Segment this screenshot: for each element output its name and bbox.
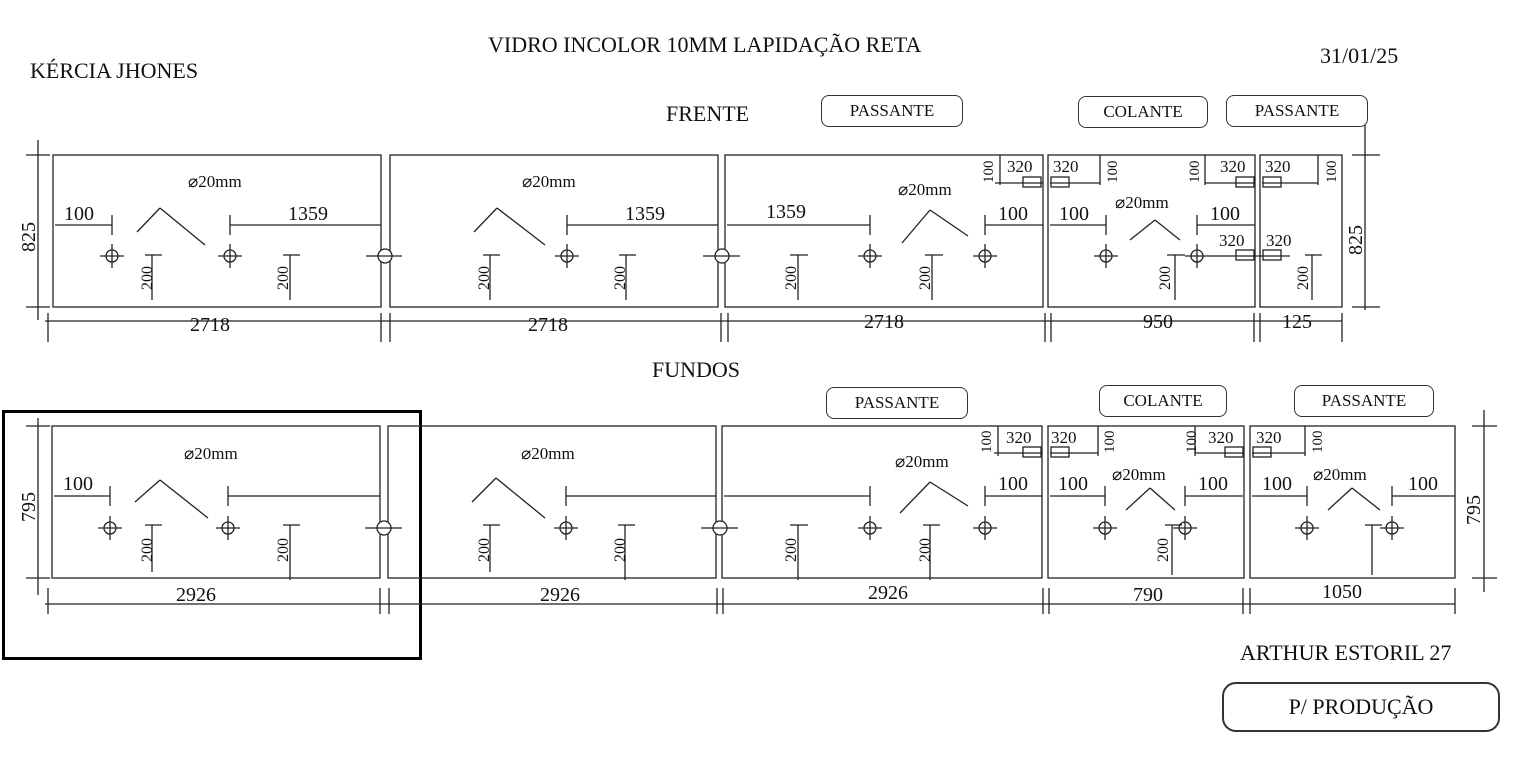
dimension-label: 320 — [1051, 428, 1077, 447]
dimension-label: 1359 — [625, 203, 665, 225]
dimension-label: 200 — [275, 266, 292, 290]
hole-diameter: ⌀20mm — [1115, 193, 1169, 212]
width-dim: 2926 — [868, 582, 908, 604]
tag-passante: PASSANTE — [826, 387, 968, 419]
width-dim: 1050 — [1322, 581, 1362, 603]
selection-highlight-box — [2, 410, 422, 660]
hole-diameter: ⌀20mm — [895, 452, 949, 471]
dimension-label: 100 — [1187, 161, 1203, 184]
width-dim: 2926 — [176, 584, 216, 606]
width-dim: 2926 — [540, 584, 580, 606]
hole-diameter: ⌀20mm — [1112, 465, 1166, 484]
dimension-label: 100 — [1102, 431, 1118, 454]
width-dim: 950 — [1143, 311, 1173, 333]
section-label-frente: FRENTE — [666, 101, 750, 126]
dimension-label: 200 — [275, 538, 292, 562]
dimension-label: 100 — [1198, 473, 1228, 495]
dimension-label: 320 — [1266, 231, 1292, 250]
dimension-label: 1359 — [288, 203, 328, 225]
dimension-label: 100 — [981, 161, 997, 184]
address-label: ARTHUR ESTORIL 27 — [1240, 640, 1452, 665]
dimension-label: 100 — [998, 203, 1028, 225]
dimension-label: 320 — [1006, 428, 1032, 447]
dimension-label: 200 — [1155, 538, 1172, 562]
dimension-label: 200 — [612, 266, 629, 290]
dimension-label: 100 — [1324, 161, 1340, 184]
width-dim: 790 — [1133, 584, 1163, 606]
dimension-label: 200 — [917, 538, 934, 562]
dimension-label: 100 — [1262, 473, 1292, 495]
width-dim: 125 — [1282, 311, 1312, 333]
tag-colante: COLANTE — [1078, 96, 1208, 128]
dimension-label: 200 — [139, 538, 156, 562]
drawing-date: 31/01/25 — [1320, 43, 1399, 68]
hole-diameter: ⌀20mm — [522, 172, 576, 191]
dimension-label: 100 — [1184, 431, 1200, 454]
dimension-label: 200 — [476, 266, 493, 290]
tag-passante: PASSANTE — [1294, 385, 1434, 417]
hole-diameter: ⌀20mm — [898, 180, 952, 199]
dimension-label: 100 — [1059, 203, 1089, 225]
dimension-label: 1359 — [766, 201, 806, 223]
dimension-label: 320 — [1220, 157, 1246, 176]
width-dim: 2718 — [190, 314, 230, 336]
hole-diameter: ⌀20mm — [1313, 465, 1367, 484]
dimension-label: 100 — [998, 473, 1028, 495]
dimension-label: 100 — [64, 203, 94, 225]
width-dim: 2718 — [528, 314, 568, 336]
width-dim: 2718 — [864, 311, 904, 333]
dimension-label: 200 — [139, 266, 156, 290]
dimension-label: 200 — [917, 266, 934, 290]
hole-diameter: ⌀20mm — [521, 444, 575, 463]
dimension-label: 200 — [612, 538, 629, 562]
tag-passante: PASSANTE — [821, 95, 963, 127]
hole-diameter: ⌀20mm — [188, 172, 242, 191]
dimension-label: 100 — [979, 431, 995, 454]
section-label-fundos: FUNDOS — [652, 357, 741, 382]
drawing-title: VIDRO INCOLOR 10MM LAPIDAÇÃO RETA — [488, 32, 922, 57]
height-dim: 795 — [18, 492, 40, 522]
dimension-label: 100 — [63, 473, 93, 495]
height-dim: 825 — [18, 222, 40, 252]
dimension-label: 200 — [476, 538, 493, 562]
dimension-label: 100 — [1408, 473, 1438, 495]
dimension-label: 320 — [1265, 157, 1291, 176]
tag-passante: PASSANTE — [1226, 95, 1368, 127]
client-name: KÉRCIA JHONES — [30, 58, 199, 83]
hole-diameter: ⌀20mm — [184, 444, 238, 463]
dimension-label: 100 — [1058, 473, 1088, 495]
dimension-label: 200 — [783, 538, 800, 562]
dimension-label: 200 — [1295, 266, 1312, 290]
dimension-label: 100 — [1310, 431, 1326, 454]
dimension-label: 320 — [1256, 428, 1282, 447]
dimension-label: 100 — [1105, 161, 1121, 184]
dimension-label: 100 — [1210, 203, 1240, 225]
tag-colante: COLANTE — [1099, 385, 1227, 417]
dimension-label: 320 — [1208, 428, 1234, 447]
height-dim: 825 — [1345, 225, 1367, 255]
dimension-label: 200 — [783, 266, 800, 290]
status-stamp: P/ PRODUÇÃO — [1222, 682, 1500, 732]
dimension-label: 320 — [1219, 231, 1245, 250]
height-dim: 795 — [1463, 495, 1485, 525]
dimension-label: 320 — [1007, 157, 1033, 176]
dimension-label: 200 — [1157, 266, 1174, 290]
dimension-label: 320 — [1053, 157, 1079, 176]
